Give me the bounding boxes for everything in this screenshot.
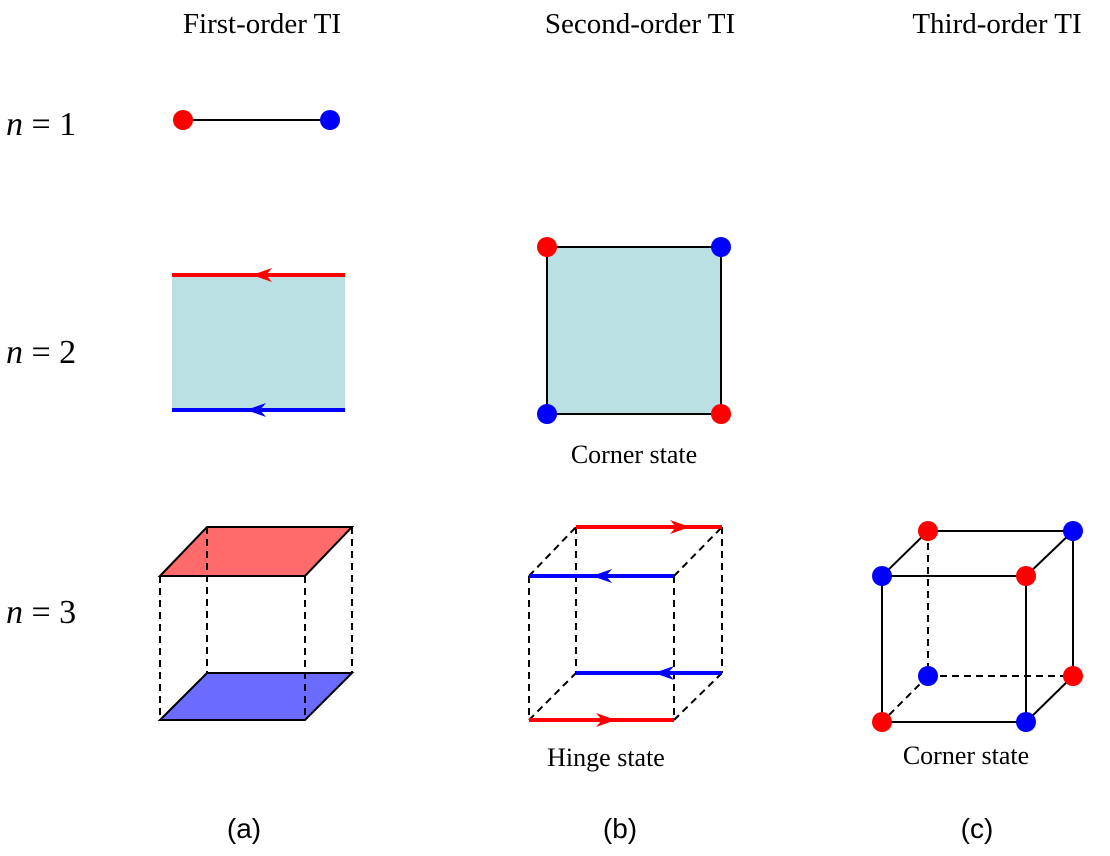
corner-state — [918, 666, 938, 686]
hinge-arrow — [670, 520, 690, 534]
corner-state-top-left — [537, 237, 557, 257]
column-title-first-order: First-order TI — [183, 8, 341, 40]
row-label-n1: n = 1 — [6, 106, 76, 143]
caption-hinge-state: Hinge state — [547, 743, 665, 772]
hidden-edge — [881, 675, 929, 723]
end-state-left — [173, 110, 193, 130]
third-order-3d-cube — [872, 521, 1083, 732]
top-edge-arrow — [252, 268, 272, 282]
row-label-n2: n = 2 — [6, 334, 76, 371]
bottom-surface-state — [160, 673, 352, 720]
corner-state — [1063, 521, 1083, 541]
cube-edge — [528, 672, 577, 721]
first-order-1d-chain — [173, 110, 340, 130]
corner-state — [872, 712, 892, 732]
corner-state-bottom-right — [711, 404, 731, 424]
column-title-second-order: Second-order TI — [545, 8, 735, 40]
cube-edge — [673, 672, 723, 721]
panel-label-c: (c) — [961, 813, 994, 844]
corner-state-top-right — [711, 237, 731, 257]
first-order-3d-cube — [157, 526, 355, 721]
panel-label-b: (b) — [603, 813, 637, 844]
cube-edge — [1025, 675, 1074, 723]
bulk-region — [172, 275, 345, 410]
bottom-edge-arrow — [246, 403, 266, 417]
caption-corner-state-3d: Corner state — [903, 741, 1029, 770]
caption-corner-state-2d: Corner state — [571, 440, 697, 469]
end-state-right — [320, 110, 340, 130]
top-surface-state — [160, 527, 352, 576]
square-outline — [546, 246, 722, 415]
cube-edge — [528, 526, 577, 577]
hinge-arrow — [596, 713, 616, 727]
hinge-arrow — [654, 666, 674, 680]
cube-edge — [673, 526, 723, 577]
column-title-third-order: Third-order TI — [912, 8, 1081, 40]
bulk-region — [547, 247, 721, 414]
cube-edge — [1025, 530, 1074, 577]
second-order-3d-cube — [528, 520, 723, 727]
panel-label-a: (a) — [227, 813, 261, 844]
hinge-arrow — [592, 569, 612, 583]
corner-state — [1063, 666, 1083, 686]
cube-edge — [881, 530, 929, 577]
first-order-2d-sheet — [172, 268, 345, 417]
corner-state — [872, 566, 892, 586]
row-label-n3: n = 3 — [6, 594, 76, 631]
corner-state — [1016, 566, 1036, 586]
second-order-2d-square — [537, 237, 731, 424]
corner-state — [918, 521, 938, 541]
corner-state — [1016, 712, 1036, 732]
corner-state-bottom-left — [537, 404, 557, 424]
